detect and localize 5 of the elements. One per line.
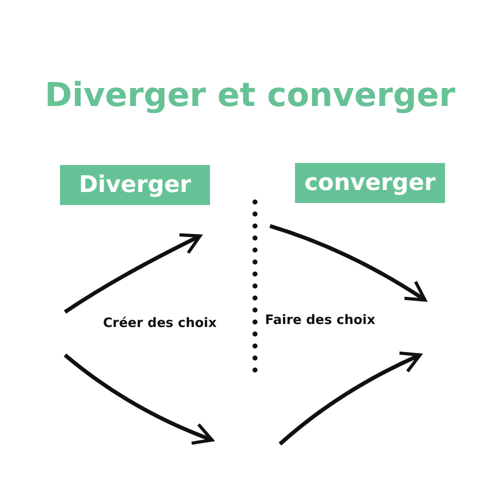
heading-box: Diverger — [60, 165, 210, 205]
text-label: Créer des choix — [103, 316, 217, 331]
title: Diverger et converger — [44, 75, 456, 114]
text-label: Faire des choix — [265, 313, 376, 328]
heading-box: converger — [295, 163, 445, 203]
